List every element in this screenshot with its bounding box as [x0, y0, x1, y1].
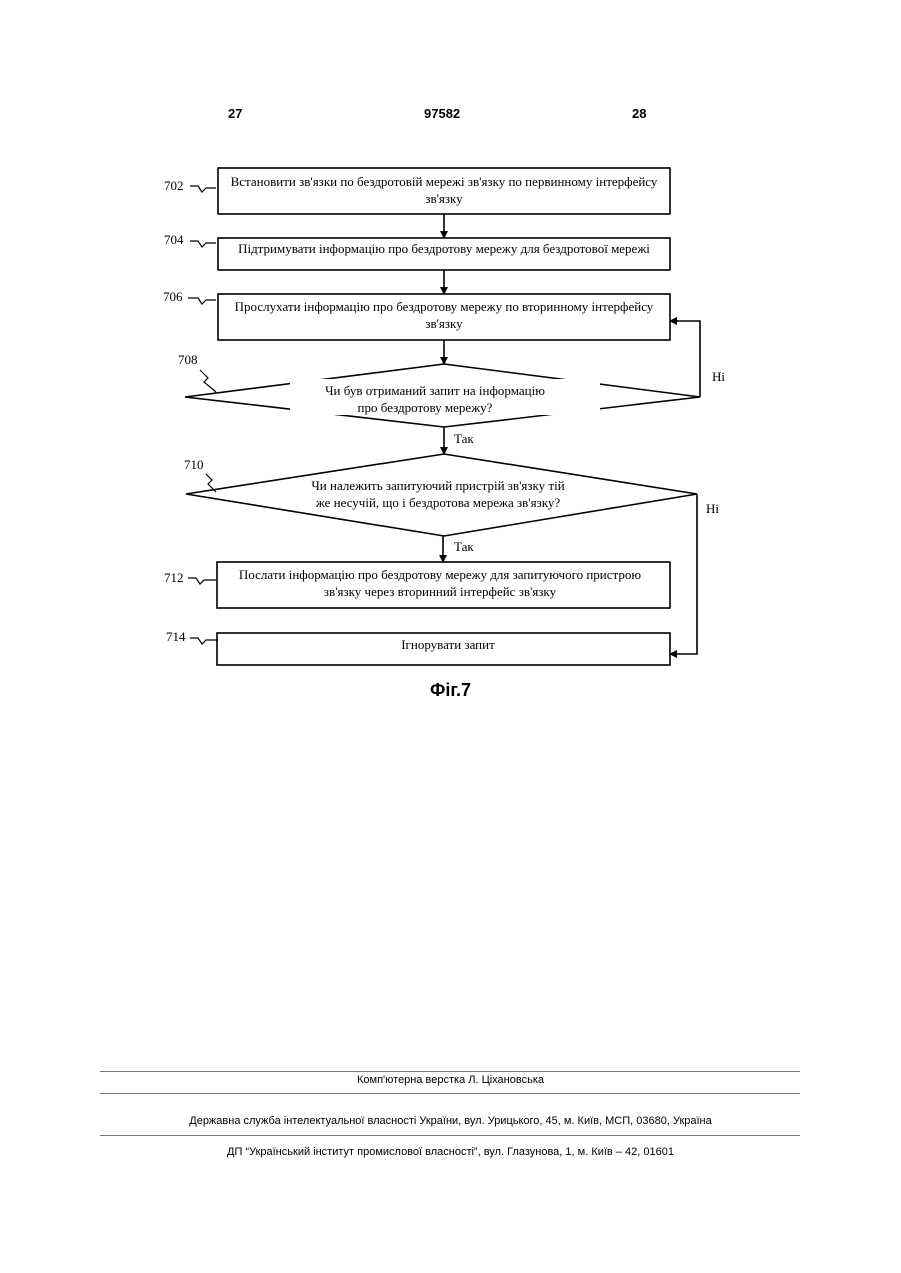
step-714-text-line1: Ігнорувати запит [401, 637, 495, 652]
ref-714-leader [190, 638, 218, 644]
step-712: Послати інформацію про бездротову мережу… [164, 562, 670, 608]
step-714: Ігнорувати запит 714 [166, 629, 670, 665]
decision-710-no-label: Ні [706, 501, 719, 516]
figure-caption: Фіг.7 [0, 680, 901, 701]
ref-702-leader [190, 186, 216, 192]
ref-708: 708 [178, 352, 198, 367]
step-712-text-line2: зв'язку через вторинний інтерфейс зв'язк… [324, 584, 557, 599]
step-702: Встановити зв'язки по бездротовій мережі… [164, 168, 670, 214]
step-712-text-line1: Послати інформацію про бездротову мережу… [239, 567, 641, 582]
decision-710-yes-label: Так [454, 539, 474, 554]
step-706-text-line1: Прослухати інформацію про бездротову мер… [235, 299, 654, 314]
ref-712-leader [188, 578, 216, 584]
ref-712: 712 [164, 570, 184, 585]
decision-708-yes-label: Так [454, 431, 474, 446]
ref-706-leader [188, 298, 216, 304]
flowchart-diagram: Встановити зв'язки по бездротовій мережі… [0, 0, 901, 740]
decision-710-text-line1: Чи належить запитуючий пристрій зв'язку … [311, 478, 564, 493]
step-706-text-line2: зв'язку [425, 316, 463, 331]
footer-agency: Державна служба інтелектуальної власност… [0, 1114, 901, 1128]
step-706: Прослухати інформацію про бездротову мер… [163, 289, 670, 340]
footer-rule-3 [100, 1135, 800, 1136]
decision-708-no-label: Ні [712, 369, 725, 384]
step-704: Підтримувати інформацію про бездротову м… [164, 232, 670, 270]
footer-rule-1 [100, 1071, 800, 1072]
ref-704-leader [190, 241, 216, 247]
footer-layout-credit: Комп'ютерна верстка Л. Ціхановська [0, 1073, 901, 1087]
ref-702: 702 [164, 178, 184, 193]
arrow-708-no-loop [670, 321, 700, 397]
step-702-text-line1: Встановити зв'язки по бездротовій мережі… [231, 174, 658, 189]
footer-rule-2 [100, 1093, 800, 1094]
footer-institute: ДП “Український інститут промислової вла… [0, 1145, 901, 1159]
step-702-text-line2: зв'язку [425, 191, 463, 206]
ref-714: 714 [166, 629, 186, 644]
ref-710: 710 [184, 457, 204, 472]
arrow-710-no-714 [670, 494, 697, 654]
decision-710: Чи належить запитуючий пристрій зв'язку … [184, 454, 697, 536]
decision-708-text-line2: про бездротову мережу? [358, 400, 493, 415]
ref-704: 704 [164, 232, 184, 247]
step-704-text-line1: Підтримувати інформацію про бездротову м… [238, 241, 650, 256]
decision-708-text-line1: Чи був отриманий запит на інформацію [325, 383, 545, 398]
decision-710-text-line2: же несучій, що і бездротова мережа зв'яз… [315, 495, 561, 510]
decision-708: Чи був отриманий запит на інформацію про… [178, 352, 700, 427]
ref-708-leader [200, 370, 216, 392]
ref-706: 706 [163, 289, 183, 304]
